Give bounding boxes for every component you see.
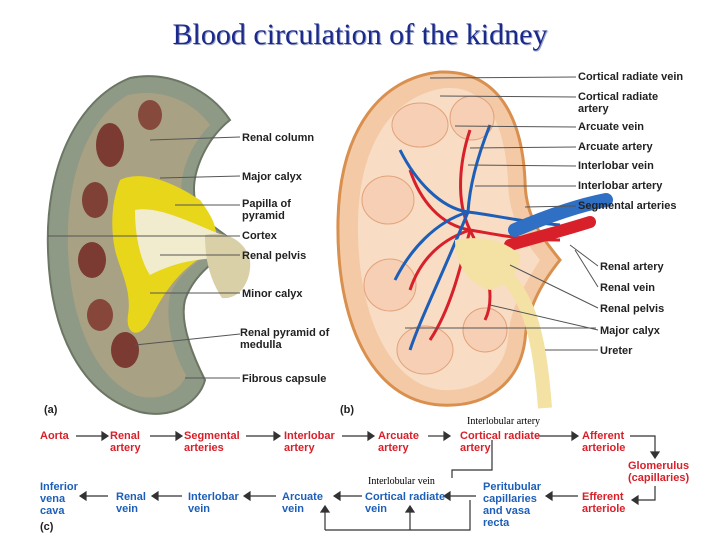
label-cortical-radiate-vein: Cortical radiate vein	[578, 71, 684, 83]
label-renal-artery: Renal artery	[600, 261, 664, 273]
flow-renal-vein: Renal vein	[116, 491, 146, 515]
flow-aorta: Aorta	[40, 430, 69, 442]
label-renal-pelvis-a: Renal pelvis	[242, 250, 307, 262]
flow-cortical-radiate-artery: Cortical radiate artery	[460, 430, 541, 454]
kidney-section-photo	[46, 75, 251, 415]
label-ureter: Ureter	[600, 345, 633, 357]
panel-c-tag: (c)	[40, 521, 54, 533]
label-renal-pelvis-b: Renal pelvis	[600, 303, 665, 315]
label-minor-calyx: Minor calyx	[242, 288, 303, 300]
panel-b-tag: (b)	[340, 404, 355, 416]
label-cortex: Cortex	[242, 230, 277, 242]
label-interlobular-vein: Interlobular vein	[368, 476, 435, 487]
flow-afferent-arteriole: Afferent arteriole	[582, 430, 626, 454]
label-renal-pyramid-of-medulla: Renal pyramid of medulla	[240, 327, 330, 351]
label-cortical-radiate-artery: Cortical radiate artery	[578, 91, 659, 115]
panel-a-tag: (a)	[44, 404, 58, 416]
flow-arcuate-vein: Arcuate vein	[282, 491, 323, 515]
label-papilla-of-pyramid: Papilla of pyramid	[242, 198, 291, 222]
flow-inferior-vena-cava: Inferior vena cava	[40, 481, 78, 517]
label-segmental-arteries: Segmental arteries	[578, 200, 677, 212]
label-major-calyx-b: Major calyx	[600, 325, 660, 337]
label-interlobular-artery: Interlobular artery	[467, 416, 541, 427]
flow-arcuate-artery: Arcuate artery	[378, 430, 419, 454]
flow-segmental-arteries: Segmental arteries	[184, 430, 240, 454]
label-major-calyx-a: Major calyx	[242, 171, 302, 183]
label-arcuate-vein: Arcuate vein	[578, 121, 645, 133]
flow-glomerulus: Glomerulus (capillaries)	[628, 460, 690, 484]
flow-interlobar-artery: Interlobar artery	[284, 430, 335, 454]
flow-peritubular-capillaries: Peritubular capillaries and vasa recta	[483, 481, 542, 529]
flow-efferent-arteriole: Efferent arteriole	[582, 491, 626, 515]
kidney-illustration-b	[336, 70, 613, 409]
label-interlobar-artery: Interlobar artery	[578, 180, 663, 192]
flow-renal-artery: Renal artery	[110, 430, 141, 454]
label-interlobar-vein: Interlobar vein	[578, 160, 654, 172]
label-arcuate-artery: Arcuate artery	[578, 141, 653, 153]
label-renal-column: Renal column	[242, 132, 315, 144]
page-title: Blood circulation of the kidney	[172, 18, 548, 51]
label-renal-vein: Renal vein	[600, 282, 656, 294]
flow-cortical-radiate-vein: Cortical radiate vein	[365, 491, 446, 515]
label-fibrous-capsule: Fibrous capsule	[242, 373, 327, 385]
flow-interlobar-vein: Interlobar vein	[188, 491, 239, 515]
